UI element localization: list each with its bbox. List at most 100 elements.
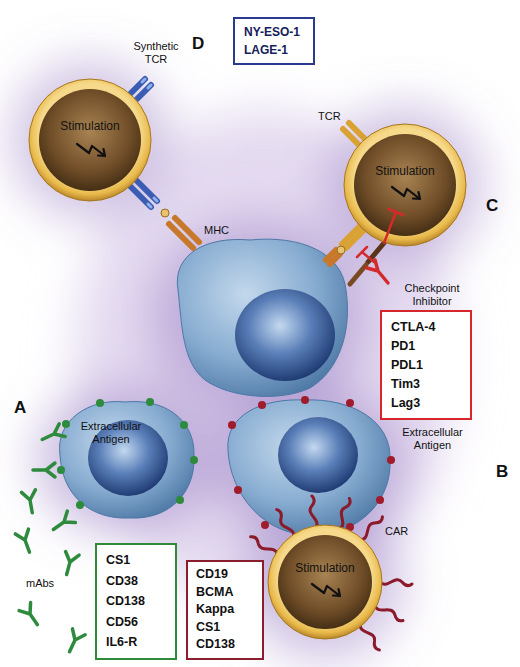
receptor-chain (343, 129, 358, 144)
antigen-name: CD56 (106, 612, 175, 633)
antibody-symbol (15, 529, 36, 554)
antigen-dot (346, 399, 354, 407)
antigen-dots (228, 396, 395, 539)
antibody-symbol (39, 424, 65, 446)
t-cell-text: Stimulation (28, 119, 152, 134)
antibody-symbol (19, 603, 43, 629)
antigen-dot (96, 399, 104, 407)
t-cell-membrane (268, 525, 382, 639)
glow (325, 105, 485, 265)
antigen-list-box: CS1CD38CD138CD56IL6-R (95, 543, 177, 660)
callout-label: CAR (385, 525, 408, 538)
antibody-symbol (60, 551, 79, 576)
car-receptor (359, 514, 384, 542)
car-receptor (273, 509, 296, 539)
inhibition-stem (362, 252, 374, 262)
callout-label: Extracellular Antigen (395, 426, 470, 451)
car-receptor (308, 496, 319, 529)
tumor-cell (177, 239, 347, 396)
t-cell-membrane (344, 124, 466, 246)
antigen-dot (190, 456, 198, 464)
mhc-chain (326, 250, 336, 260)
t-cell: Stimulation (267, 524, 383, 640)
t-cell-membrane (29, 79, 151, 201)
antigen-name: CS1 (106, 550, 175, 571)
car-receptor (249, 535, 280, 556)
antigen-name: CD38 (106, 571, 175, 592)
antigen-dot (376, 496, 384, 504)
car-receptor (358, 623, 383, 651)
panel-letter: D (192, 34, 204, 54)
antigen-name: CD138 (196, 636, 262, 654)
inhibitor-antibody (367, 260, 388, 283)
t-cell-interior (39, 89, 141, 191)
callout-label: TCR (318, 110, 341, 123)
antigen-name: LAGE-1 (244, 41, 313, 59)
antigen-dot (301, 396, 309, 404)
antigen-name: CTLA-4 (391, 318, 470, 337)
callout-label: Extracellular Antigen (75, 420, 147, 445)
antigen-dot (387, 456, 395, 464)
panel-letter: B (496, 462, 508, 482)
car-receptor (380, 580, 412, 586)
antigen-list-box: CD19BCMAKappaCS1CD138 (186, 560, 264, 660)
antigen-name: CD138 (106, 591, 175, 612)
t-cell-body (343, 123, 467, 247)
panel-letter: A (14, 398, 26, 418)
callout-label: MHC (204, 224, 229, 237)
peptide (337, 246, 345, 254)
car-receptor (373, 603, 404, 622)
antigen-dot (146, 398, 154, 406)
antigen-name: PDL1 (391, 356, 470, 375)
mhc-chain (169, 224, 193, 248)
antibody-symbol (49, 511, 75, 535)
antigen-dot (57, 466, 65, 474)
t-cell-body (267, 524, 383, 640)
cell-label: Stimulation (28, 119, 152, 134)
glow (10, 60, 170, 220)
antigen-dot (176, 496, 184, 504)
cell-label: Stimulation (267, 561, 383, 576)
t-cell-text: Stimulation (267, 561, 383, 576)
panel-letter: C (486, 196, 498, 216)
receptor-tip (142, 79, 145, 82)
receptor-chain (342, 227, 359, 244)
antigen-name: NY-ESO-1 (244, 23, 313, 41)
glow (245, 502, 405, 662)
inhibition-bar (357, 247, 367, 257)
tumor-cell (228, 400, 390, 535)
callout-label: mAbs (26, 577, 54, 590)
antibody-symbol (22, 490, 40, 514)
receptor-chain (137, 85, 151, 99)
receptor-chain (137, 181, 157, 201)
antibody-symbol (63, 629, 85, 655)
t-cell-body (28, 78, 152, 202)
antigen-dots (57, 398, 198, 509)
peptide (161, 209, 169, 217)
antigen-dot (76, 501, 84, 509)
antigen-dot (261, 521, 269, 529)
t-cell-interior (354, 134, 456, 236)
t-cell-interior (278, 535, 372, 629)
nucleus (235, 289, 335, 381)
callout-label: Checkpoint Inhibitor (392, 282, 472, 307)
antigen-name: Kappa (196, 601, 262, 619)
antibody-symbol (33, 463, 55, 477)
antigen-list-box: NY-ESO-1LAGE-1 (233, 17, 315, 65)
antigen-name: PD1 (391, 337, 470, 356)
antigen-name: BCMA (196, 584, 262, 602)
t-cell: Stimulation (343, 123, 467, 247)
antigen-dot (258, 401, 266, 409)
cell-label: Stimulation (343, 164, 467, 179)
t-cell-text: Stimulation (343, 164, 467, 179)
antigen-name: IL6-R (106, 632, 175, 653)
receptor-tip (148, 85, 151, 88)
checkpoint-ligand (350, 265, 366, 284)
mhc (169, 218, 340, 264)
nucleus (278, 417, 358, 493)
antigen-dot (228, 421, 236, 429)
tumor-cell (60, 402, 195, 519)
antigen-name: CS1 (196, 619, 262, 637)
receptor-tip (148, 204, 151, 207)
